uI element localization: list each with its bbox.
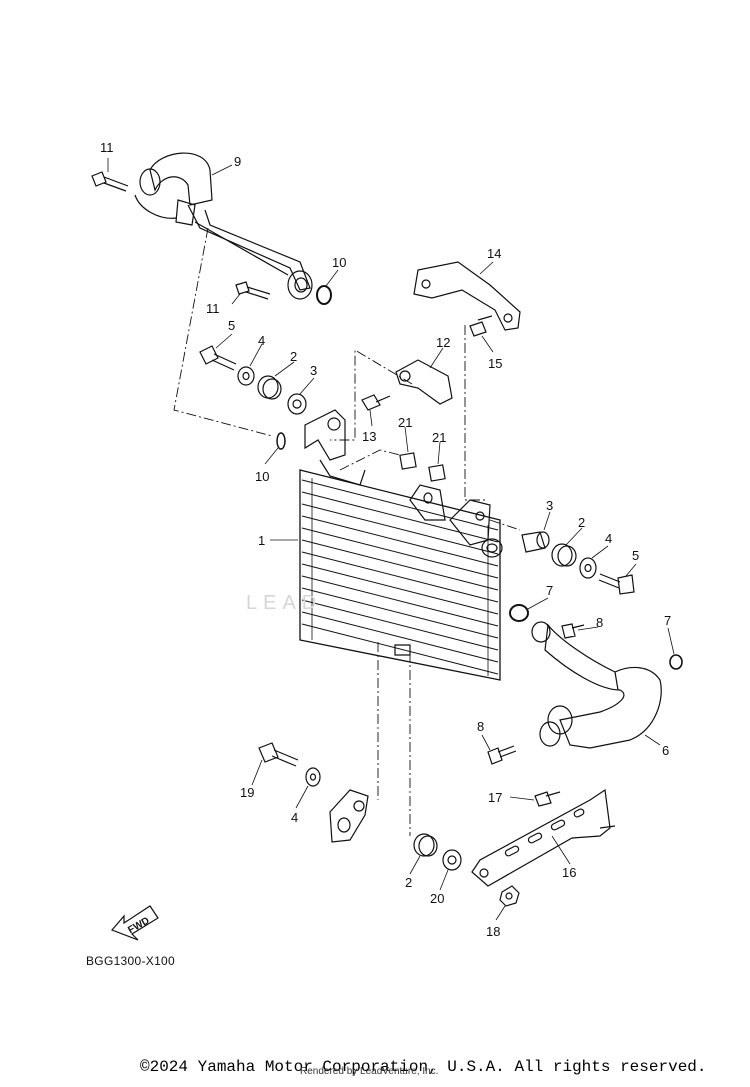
o-ring-left bbox=[276, 432, 286, 450]
callout-2: 2 bbox=[290, 349, 298, 364]
callout-8: 8 bbox=[596, 615, 604, 630]
bolt-19 bbox=[258, 742, 299, 767]
callout-10: 10 bbox=[255, 469, 270, 484]
copyright-notice: ©2024 Yamaha Motor Corporation, U.S.A. A… bbox=[140, 1058, 707, 1076]
callout-7: 7 bbox=[664, 613, 672, 628]
callout-4: 4 bbox=[291, 810, 299, 825]
callout-5: 5 bbox=[632, 548, 640, 563]
bolt-11-top bbox=[91, 171, 129, 192]
drawing-code: BGG1300-X100 bbox=[86, 954, 175, 968]
callout-15: 15 bbox=[488, 356, 503, 371]
grommet-2-lower bbox=[413, 833, 438, 857]
bolt-13 bbox=[361, 394, 391, 411]
guide-lines bbox=[173, 227, 521, 836]
clamp-12 bbox=[395, 359, 453, 405]
oil-pipe-lower bbox=[531, 621, 662, 749]
callout-10: 10 bbox=[332, 255, 347, 270]
callout-21: 21 bbox=[432, 430, 447, 445]
callout-21: 21 bbox=[398, 415, 413, 430]
bolt-5-right bbox=[598, 573, 635, 595]
bolt-8-upper bbox=[561, 623, 585, 639]
callout-2: 2 bbox=[578, 515, 586, 530]
callout-6: 6 bbox=[662, 743, 670, 758]
grommet-2-left bbox=[257, 375, 282, 400]
o-ring-7-mid bbox=[509, 604, 529, 622]
callout-18: 18 bbox=[486, 924, 501, 939]
o-ring-upper bbox=[316, 285, 332, 305]
watermark: LEAD bbox=[246, 592, 323, 614]
collar-20 bbox=[442, 849, 462, 871]
callout-3: 3 bbox=[310, 363, 318, 378]
leader-lines bbox=[107, 158, 675, 921]
nut-21-b bbox=[428, 464, 446, 482]
bolt-17 bbox=[534, 791, 561, 807]
callout-13: 13 bbox=[362, 429, 377, 444]
callout-19: 19 bbox=[240, 785, 255, 800]
bracket-14 bbox=[413, 261, 521, 331]
callout-11: 11 bbox=[206, 301, 220, 316]
callout-20: 20 bbox=[430, 891, 445, 906]
nut-21-a bbox=[399, 452, 417, 470]
washer-4-right bbox=[579, 557, 597, 579]
oil-pipe-upper bbox=[134, 152, 313, 300]
collar-3-left bbox=[287, 393, 307, 415]
callout-14: 14 bbox=[487, 246, 502, 261]
nut-18 bbox=[499, 885, 520, 907]
bolt-8-lower bbox=[487, 745, 517, 765]
callout-5: 5 bbox=[228, 318, 236, 333]
callout-8: 8 bbox=[477, 719, 485, 734]
rendered-by-credit: Rendered by LeadVenture, Inc. bbox=[300, 1066, 439, 1077]
collar-3-right bbox=[521, 531, 550, 553]
callout-16: 16 bbox=[562, 865, 577, 880]
washer-4-lower bbox=[305, 767, 321, 787]
bolt-11-mid bbox=[235, 281, 271, 300]
callout-2: 2 bbox=[405, 875, 413, 890]
bolt-15 bbox=[469, 315, 493, 337]
callout-11: 11 bbox=[100, 140, 114, 155]
callout-1: 1 bbox=[258, 533, 266, 548]
callout-4: 4 bbox=[605, 531, 613, 546]
lower-mount-bracket bbox=[329, 789, 369, 843]
fwd-arrow-icon: FWD bbox=[110, 905, 159, 941]
callout-12: 12 bbox=[436, 335, 451, 350]
stay-16 bbox=[471, 788, 616, 887]
callout-17: 17 bbox=[488, 790, 503, 805]
o-ring-7-right bbox=[669, 654, 683, 670]
callout-4: 4 bbox=[258, 333, 266, 348]
bolt-5-left bbox=[199, 345, 237, 371]
oil-cooler-core bbox=[299, 409, 503, 681]
callout-9: 9 bbox=[234, 154, 242, 169]
callout-3: 3 bbox=[546, 498, 554, 513]
washer-4-left bbox=[237, 366, 255, 386]
grommet-2-right bbox=[551, 543, 577, 567]
callout-7: 7 bbox=[546, 583, 554, 598]
